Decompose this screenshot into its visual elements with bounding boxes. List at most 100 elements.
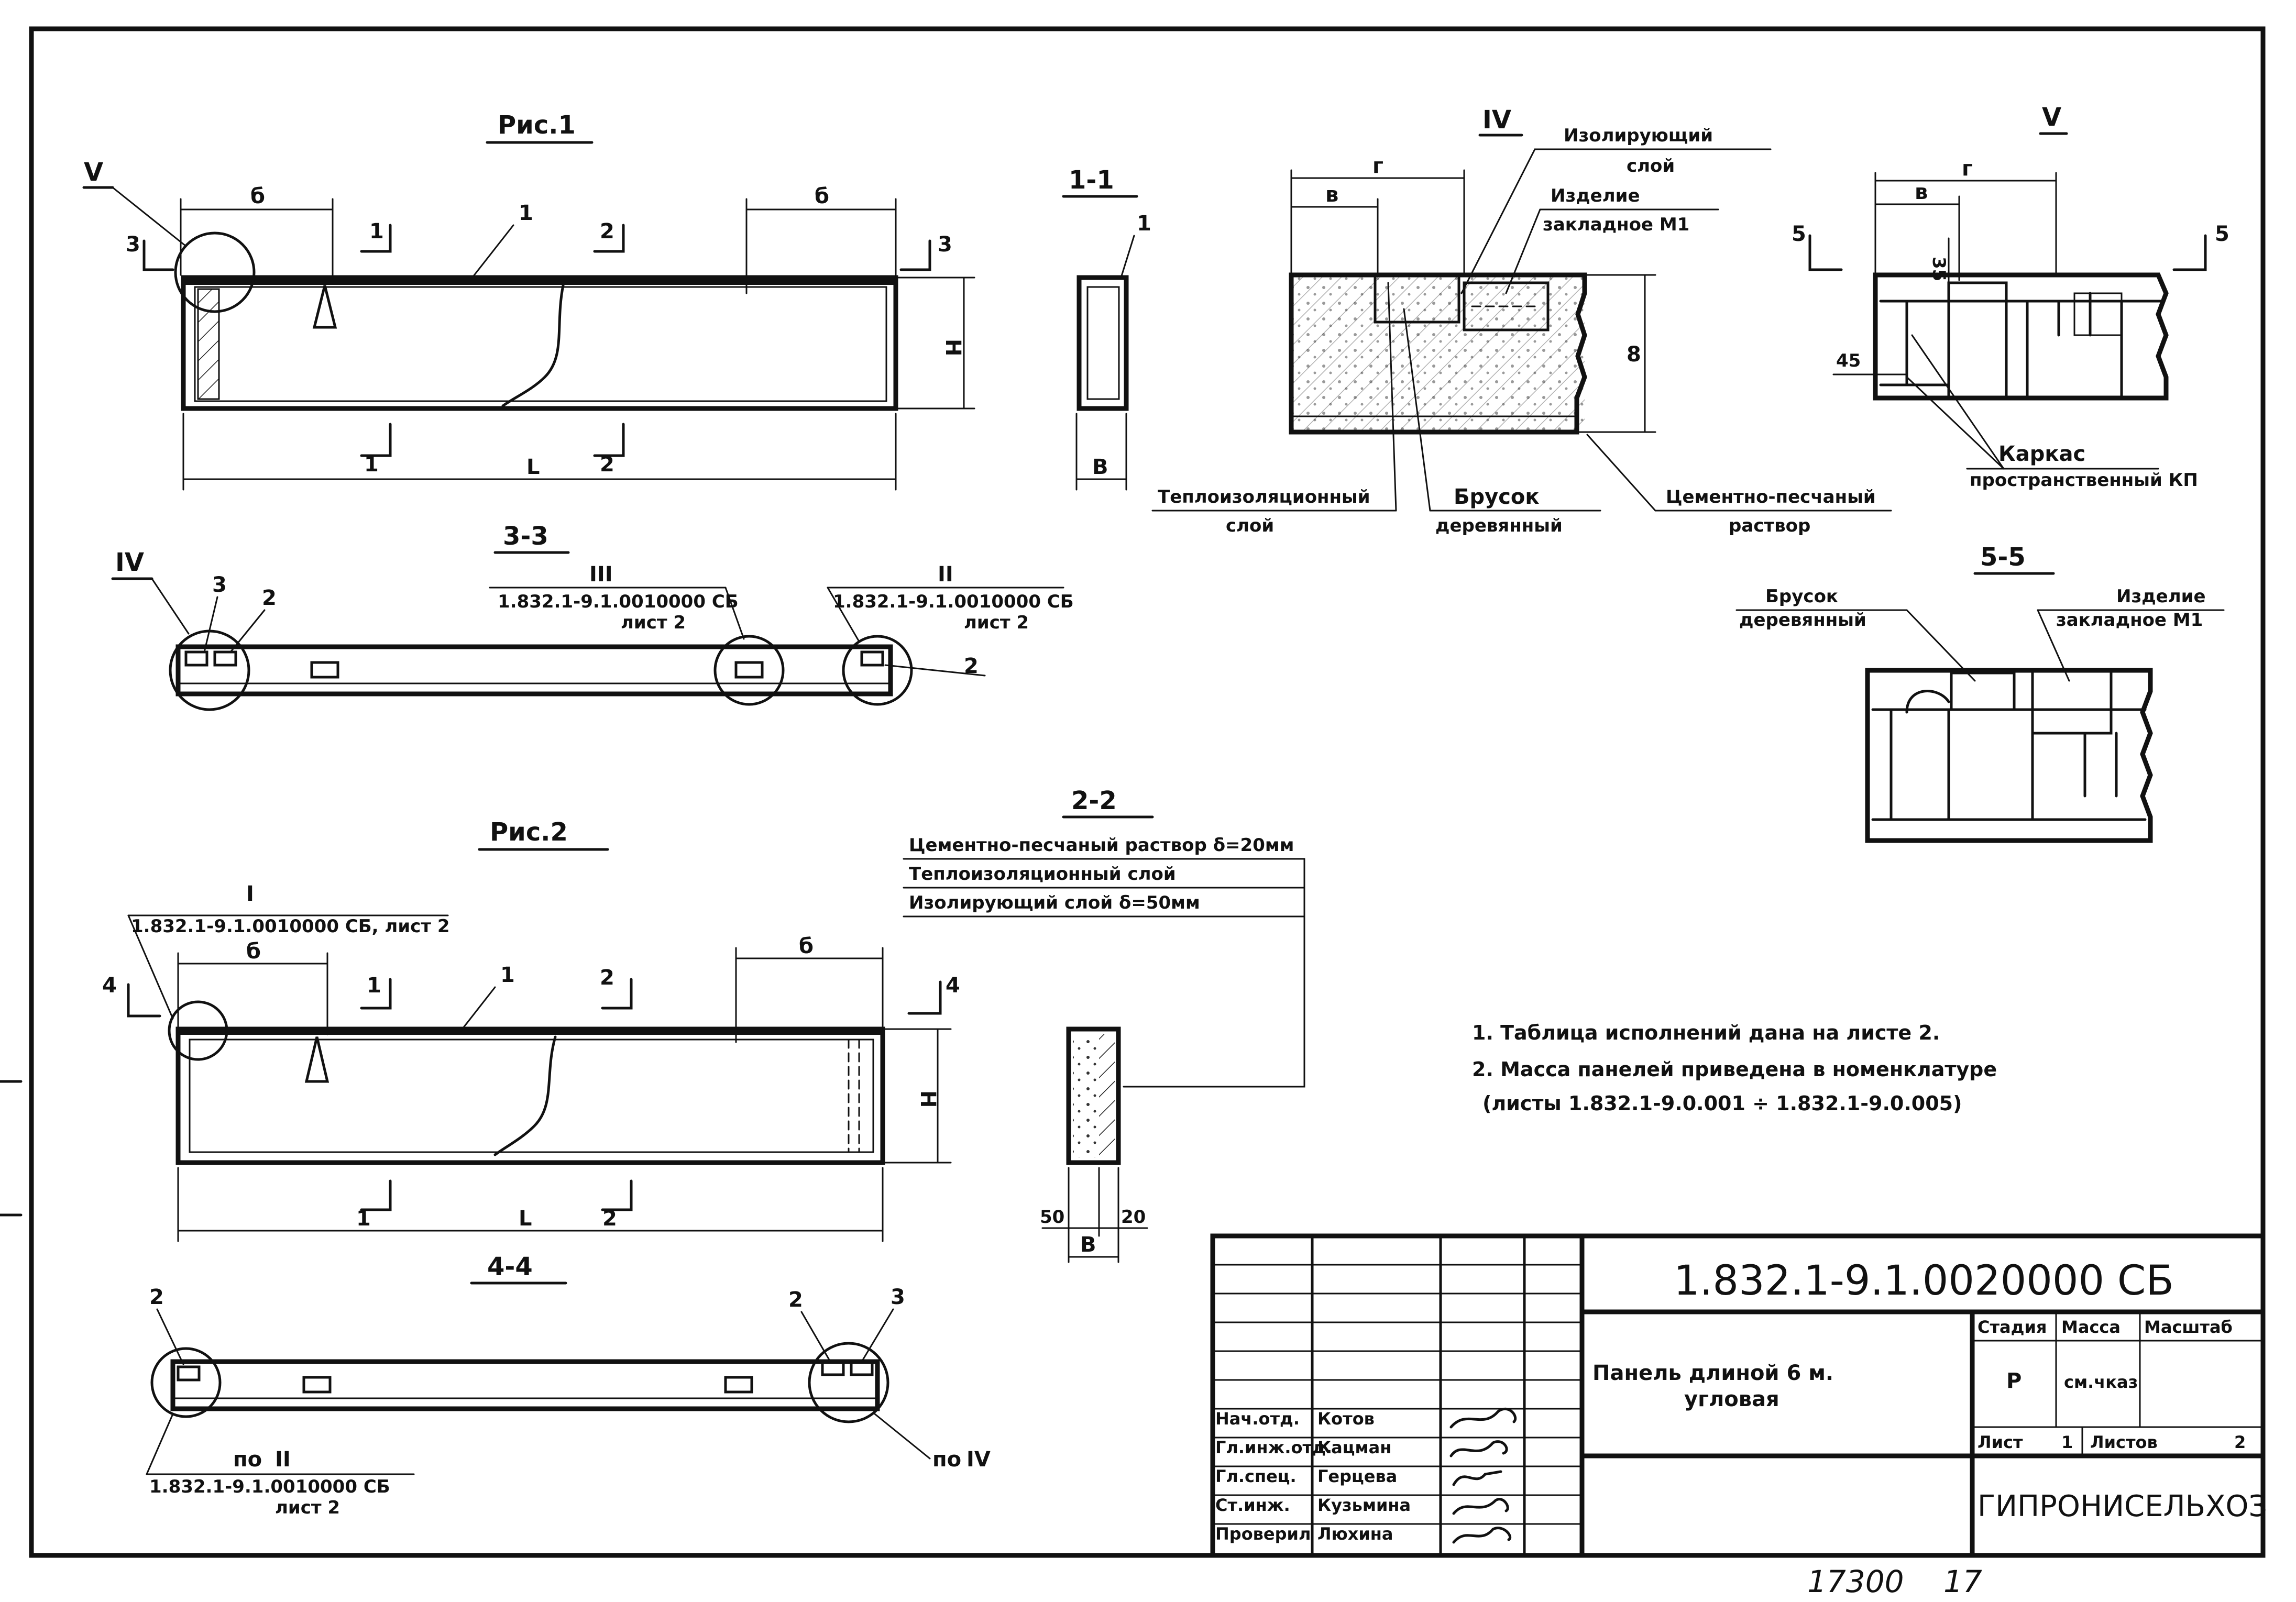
fig2-ref-code: 1.832.1-9.1.0010000 СБ, лист 2 xyxy=(131,916,450,937)
section-1-1: 1-1 1 В xyxy=(1062,165,1151,491)
fig1-title: Рис.1 xyxy=(498,111,576,140)
detail-v-frame-stirrup xyxy=(1905,292,2123,400)
detail-iv-title: IV xyxy=(1482,105,1511,135)
detail-v-dim-45: 45 xyxy=(1836,350,1861,371)
product-name-1: Панель длиной 6 м. xyxy=(1592,1361,1833,1385)
fig1-cut2-top: 2 xyxy=(600,219,614,244)
sec11-profile xyxy=(1076,275,1129,411)
fig1-cut3-left-mark xyxy=(142,239,174,271)
fig1-lifting-loop xyxy=(312,285,337,329)
sec33-insert-mark xyxy=(310,661,339,679)
mass-value: см.чказ xyxy=(2064,1372,2138,1392)
signature xyxy=(1449,1407,1517,1429)
sec33-insert-right xyxy=(860,650,884,667)
fig1-break-line xyxy=(501,284,565,407)
sec33-panel xyxy=(175,644,893,697)
fig1-lead1-leader xyxy=(470,224,514,280)
detail-v-frame-leader xyxy=(1911,334,2005,470)
sec55-embed-label-2: закладное М1 xyxy=(2056,610,2203,631)
sec44-ref-left-sheet: лист 2 xyxy=(275,1497,340,1518)
sheet-value: 1 xyxy=(2061,1432,2073,1452)
detail-iv-dim-8: 8 xyxy=(1627,343,1641,367)
sec33-ref-mid-leader xyxy=(724,587,745,640)
staff-name: Кузьмина xyxy=(1317,1495,1411,1515)
detail-v-wood-bar xyxy=(1947,281,2008,400)
fig1-cut2-top-mark xyxy=(593,224,625,253)
fig2-dim-b-left: б xyxy=(246,940,261,964)
detail-v-frame-label-1: Каркас xyxy=(1998,442,2085,466)
sheet-frame xyxy=(29,26,2266,1558)
fig2-lead1: 1 xyxy=(500,963,515,987)
sec33-ref-mid-roman: III xyxy=(589,562,613,587)
sec22-layer: Цементно-песчаный раствор δ=20мм xyxy=(909,835,1294,856)
fig1-cut1-top: 1 xyxy=(369,219,384,244)
fig1-cut2-bot-mark xyxy=(593,423,625,457)
detail-iv-mortar-label-2: раствор xyxy=(1729,515,1810,536)
title-block: 1.832.1-9.1.0020000 СБ Панель длиной 6 м… xyxy=(1210,1233,2267,1558)
staff-name: Герцева xyxy=(1317,1466,1397,1486)
staff-role: Проверил xyxy=(1215,1524,1311,1544)
detail-iv-dim-v: в xyxy=(1325,183,1338,207)
detail-v-frame-label-2: пространственный КП xyxy=(1970,470,2198,491)
fig1-panel-outline xyxy=(181,275,898,411)
sec44-lead3: 3 xyxy=(891,1285,905,1309)
signature xyxy=(1452,1498,1509,1515)
note-1: 1. Таблица исполнений дана на листе 2. xyxy=(1472,1021,1940,1044)
sec44-lead2b-leader xyxy=(800,1311,831,1363)
signature xyxy=(1449,1440,1508,1457)
detail-v-body-outline xyxy=(1873,272,2169,401)
sec55-wood-bar xyxy=(1950,671,2016,711)
fig2-cut1-bot-mark xyxy=(360,1179,392,1211)
sec44-ref-right-po: по xyxy=(932,1448,961,1472)
fig2-cut2-top: 2 xyxy=(600,966,614,990)
sec33-lead2b-leader xyxy=(884,664,986,677)
sec33-lead3-leader xyxy=(203,596,218,653)
fig2-cut1-bot: 1 xyxy=(356,1207,371,1231)
sec22-leader xyxy=(1123,858,1305,1088)
detail-iv-insul-leader xyxy=(1460,148,1536,294)
sec55-title: 5-5 xyxy=(1980,543,2026,572)
fig2-lifting-loop xyxy=(304,1036,329,1083)
detail-iv-wood-bar xyxy=(1374,273,1460,324)
detail-iv-insul-label-1: Изолирующий xyxy=(1564,125,1713,146)
detail-iv-thermo-leader xyxy=(1387,282,1397,512)
sec44-title: 4-4 xyxy=(487,1252,533,1281)
sec33-ref-right-code: 1.832.1-9.1.0010000 СБ xyxy=(833,591,1074,612)
figure-2: Рис.2 I 1.832.1-9.1.0010000 СБ, лист 2 б… xyxy=(102,817,960,1242)
detail-v-cut5-left: 5 xyxy=(1792,222,1806,246)
fig1-lead1: 1 xyxy=(519,201,533,225)
sec55-bar-label-1: Брусок xyxy=(1765,586,1838,607)
detail-v-title: V xyxy=(2042,103,2061,132)
sec11-title: 1-1 xyxy=(1069,165,1114,195)
sec11-lead1: 1 xyxy=(1137,212,1151,236)
sec11-lead1-leader xyxy=(1120,235,1135,279)
section-5-5: 5-5 Брусок деревянный Изделие закладное … xyxy=(1735,543,2225,843)
sec33-callout-iv: IV xyxy=(115,548,144,577)
fig1-callout-v: V xyxy=(84,158,103,187)
sec55-embed-label-1: Изделие xyxy=(2116,586,2206,607)
sec33-ref-right-sheet: лист 2 xyxy=(964,612,1029,633)
fig1-callout-v-leader xyxy=(112,186,187,247)
sec55-bar-label-2: деревянный xyxy=(1739,610,1866,631)
sec33-ref-right-leader xyxy=(827,587,860,643)
fig1-dim-b-left: б xyxy=(250,184,265,208)
sec33-insert-left xyxy=(213,650,237,667)
sec55-embed-leader xyxy=(2037,609,2070,682)
fig1-cut1-bot-mark xyxy=(360,423,392,457)
col-scale: Масштаб xyxy=(2144,1317,2233,1337)
sec55-bar-leader xyxy=(1906,609,1976,682)
detail-iv-embed-label-1: Изделие xyxy=(1551,185,1640,206)
detail-v-dim-35: 35 xyxy=(1928,257,1949,281)
sec33-ref-mid-code: 1.832.1-9.1.0010000 СБ xyxy=(498,591,739,612)
figure-1: Рис.1 V б б 3 3 1 2 1 1 2 xyxy=(82,111,975,491)
staff-role: Нач.отд. xyxy=(1215,1409,1300,1429)
fig1-cut3-left: 3 xyxy=(126,233,140,257)
detail-iv-mortar-leader xyxy=(1586,434,1656,512)
doc-code: 1.832.1-9.1.0020000 СБ xyxy=(1674,1257,2174,1305)
fig1-cut2-bot: 2 xyxy=(600,452,614,477)
sec44-panel xyxy=(170,1359,880,1411)
detail-iv-concrete-dots xyxy=(1291,275,1585,432)
fig1-cut3-right: 3 xyxy=(938,233,952,257)
section-2-2: 2-2 Цементно-песчаный раствор δ=20мм Теп… xyxy=(903,786,1305,1263)
